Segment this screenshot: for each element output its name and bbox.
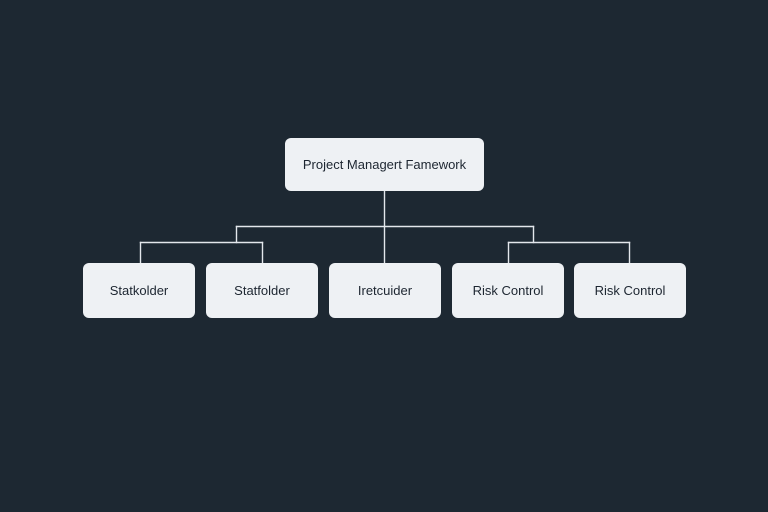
child-node-label: Statfolder xyxy=(234,283,290,298)
root-node-label: Project Managert Famework xyxy=(302,157,467,172)
child-node-label: Iretcuider xyxy=(357,283,413,298)
child-node-label: Risk Control xyxy=(594,283,666,298)
child-node-label: Statkolder xyxy=(109,283,169,298)
child-node-statfolder: Statfolder xyxy=(206,263,318,318)
child-node-iretcuider: Iretcuider xyxy=(329,263,441,318)
root-node: Project Managert Famework xyxy=(285,138,484,191)
child-node-risk-control-1: Risk Control xyxy=(452,263,564,318)
child-node-risk-control-2: Risk Control xyxy=(574,263,686,318)
child-node-statkolder: Statkolder xyxy=(83,263,195,318)
child-node-label: Risk Control xyxy=(472,283,544,298)
